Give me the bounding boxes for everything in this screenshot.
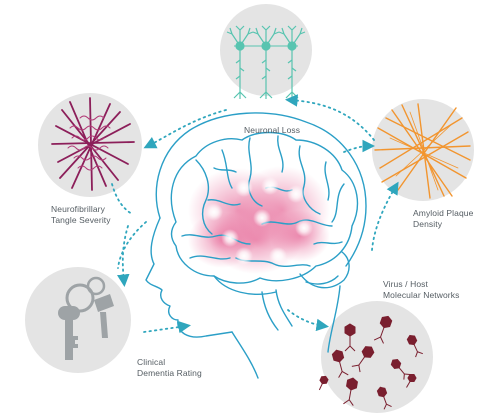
tangle-label-line-1: Neurofibrillary — [51, 204, 105, 214]
keys-icon — [58, 276, 114, 360]
neuronal-loss-label: Neuronal Loss — [244, 125, 300, 136]
neurofibrillary-tangle-icon — [51, 97, 135, 191]
dementia-circle — [25, 267, 131, 373]
arrow-neuronal-to-tangle — [143, 109, 227, 149]
arrow-tangle-to-brain — [111, 183, 133, 215]
tangle-label-line-2: Tangle Severity — [51, 214, 111, 225]
virus-label-line-1: Virus / Host — [383, 279, 428, 289]
amyloid-label-line-2: Density — [413, 218, 443, 229]
arrow-tangle-to-dementia — [116, 225, 130, 288]
neuronal-loss-text: Neuronal Loss — [244, 125, 301, 135]
virus-label-line-2: Molecular Networks — [383, 289, 460, 300]
amyloid-label-line-1: Amyloid Plaque — [413, 208, 474, 218]
dementia-label: Clinical Dementia Rating — [137, 357, 202, 378]
bacteriophage-icon — [318, 315, 423, 410]
dementia-label-line-1: Clinical — [137, 357, 166, 367]
amyloid-fibril-icon — [374, 103, 471, 199]
arrow-brain-to-dementia — [117, 221, 147, 269]
virus-label: Virus / Host Molecular Networks — [383, 279, 459, 300]
arrow-brain-to-virus — [287, 309, 329, 332]
amyloid-label: Amyloid Plaque Density — [413, 208, 473, 229]
arrow-virus-to-amyloid — [371, 181, 399, 251]
arrow-dementia-to-brain — [143, 320, 191, 334]
arrow-amyloid-to-neuronal — [284, 94, 375, 141]
brain-icon — [145, 112, 367, 379]
tangle-label: Neurofibrillary Tangle Severity — [51, 204, 111, 225]
dementia-label-line-2: Dementia Rating — [137, 367, 202, 378]
